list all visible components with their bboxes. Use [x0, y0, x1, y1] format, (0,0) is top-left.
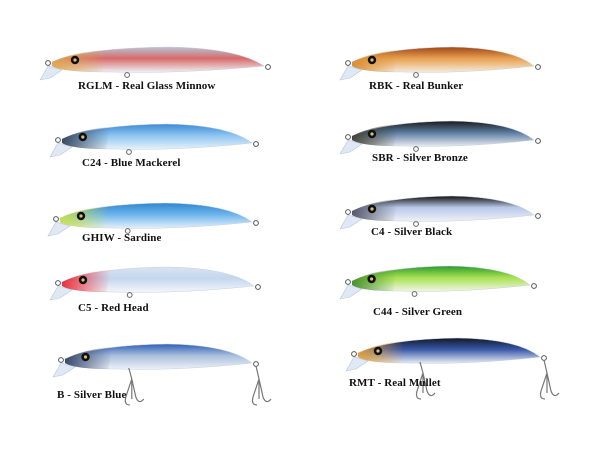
- lip: [49, 285, 73, 301]
- lip: [339, 284, 363, 300]
- lip: [52, 362, 76, 378]
- lip: [339, 214, 363, 230]
- lip: [47, 221, 71, 237]
- lure-label-c5: C5 - Red Head: [78, 302, 149, 314]
- lip: [339, 139, 363, 155]
- lip: [339, 65, 363, 81]
- lip: [345, 356, 369, 372]
- lip: [49, 142, 73, 158]
- lure-label-c24: C24 - Blue Mackerel: [82, 157, 181, 169]
- lure-label-rmt: RMT - Real Mullet: [349, 377, 441, 389]
- lure-label-c4: C4 - Silver Black: [371, 226, 453, 238]
- lip: [39, 65, 63, 81]
- lure-label-sbr: SBR - Silver Bronze: [372, 152, 468, 164]
- lure-label-b: B - Silver Blue: [57, 389, 127, 401]
- lure-label-rglm: RGLM - Real Glass Minnow: [78, 80, 216, 92]
- lure-label-c44: C44 - Silver Green: [373, 306, 463, 318]
- lure-label-ghiw: GHIW - Sardine: [82, 232, 162, 244]
- lure-label-rbk: RBK - Real Bunker: [369, 80, 464, 92]
